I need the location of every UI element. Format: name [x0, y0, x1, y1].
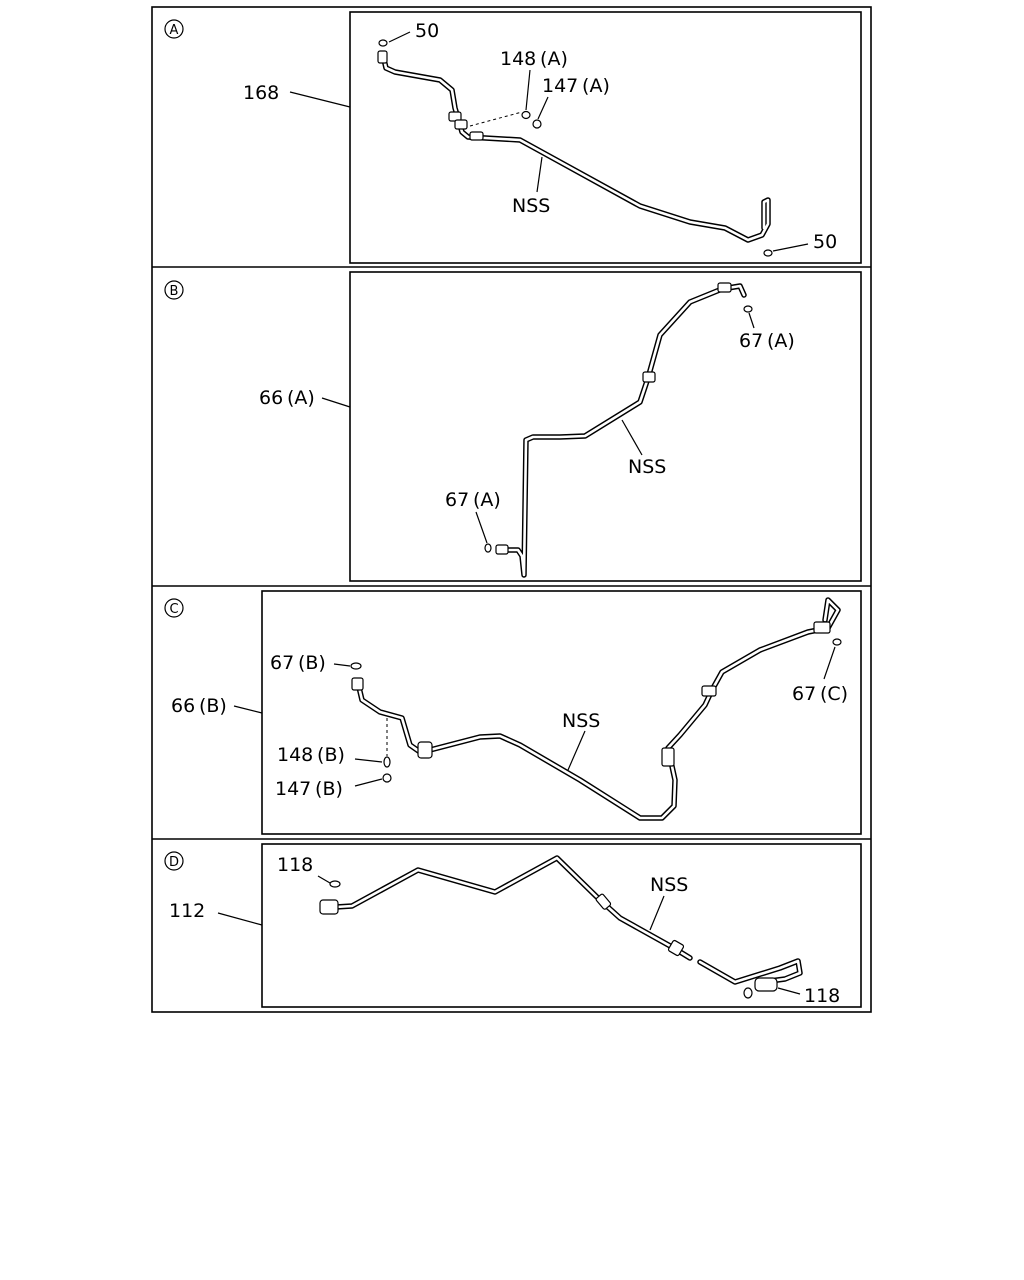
callout-b-67a-bottom: 67 (A): [445, 489, 501, 511]
fitting-d-left: [319, 899, 339, 915]
callout-d-118-right: 118: [804, 985, 840, 1007]
oring-d-right: [743, 987, 753, 999]
section-c-marker: C: [164, 598, 184, 618]
dash-a: [469, 111, 523, 127]
sleeve-a: [469, 131, 484, 141]
section-d-marker: D: [164, 851, 184, 871]
callout-c-67c: 67 (C): [792, 683, 848, 705]
pipe-66b: [355, 597, 841, 821]
outer-frame: [151, 6, 872, 1013]
oring-a-top: [378, 39, 388, 47]
leader-a-148: [525, 69, 531, 111]
leader-d-118-right: [777, 987, 801, 995]
leader-b-67a-bottom: [475, 511, 488, 544]
sleeve-c-left: [417, 741, 433, 759]
sleeve-d-mid1: [595, 893, 612, 910]
section-b-panel: [349, 271, 862, 582]
leader-d-nss: [649, 895, 665, 931]
callout-c-147b: 147 (B): [275, 778, 343, 800]
section-a: A 168 50 148 (A) 147 (A) NSS 50: [164, 11, 862, 264]
fitting-c-right: [813, 621, 831, 634]
part-148b: [383, 756, 391, 768]
pipe-168: [380, 52, 771, 243]
section-a-letter: A: [170, 23, 179, 38]
callout-c-148b: 148 (B): [277, 744, 345, 766]
section-d: D 112 118 NSS 118: [164, 843, 862, 1008]
callout-a-nss: NSS: [512, 195, 550, 217]
oring-b-bottom: [484, 543, 492, 553]
part-148a: [521, 110, 531, 120]
section-d-main-leader: [217, 912, 263, 926]
section-b-main-leader: [321, 397, 351, 408]
section-d-main-label: 112: [169, 900, 205, 922]
callout-c-67b: 67 (B): [270, 652, 326, 674]
part-147b: [382, 773, 392, 783]
callout-b-nss: NSS: [628, 456, 666, 478]
sleeve-c-mid: [661, 747, 675, 767]
part-147a: [532, 119, 542, 129]
callout-b-67a-top: 67 (A): [739, 330, 795, 352]
fitting-b-bottom: [495, 544, 509, 555]
fitting-c-left: [351, 677, 364, 691]
leader-a-50-top: [388, 31, 411, 43]
leader-c-147b: [354, 778, 383, 787]
oring-b-top: [743, 305, 753, 313]
callout-c-nss: NSS: [562, 710, 600, 732]
callout-a-147: 147 (A): [542, 75, 610, 97]
callout-a-50-top: 50: [415, 20, 439, 42]
callout-a-50-bottom: 50: [813, 231, 837, 253]
fitting-d-right: [754, 977, 778, 992]
callout-d-118-left: 118: [277, 854, 313, 876]
section-b-main-label: 66 (A): [259, 387, 315, 409]
section-c-main-leader: [233, 705, 263, 714]
sleeve-b-mid: [642, 371, 656, 383]
callout-a-148: 148 (A): [500, 48, 568, 70]
section-d-letter: D: [169, 855, 179, 870]
fitting-b-top: [717, 282, 732, 293]
section-c-main-label: 66 (B): [171, 695, 227, 717]
section-c: C 66 (B) 67 (B) 148 (B) 147 (B) NSS 67 (…: [164, 590, 862, 835]
leader-a-147: [537, 96, 549, 120]
section-a-main-label: 168: [243, 82, 279, 104]
fitting-a-mid2: [454, 119, 468, 130]
leader-c-67b: [333, 663, 351, 667]
section-a-main-leader: [289, 91, 351, 108]
oring-c-right: [832, 638, 842, 646]
sleeve-c-right1: [701, 685, 717, 697]
leader-b-67a-top: [748, 312, 755, 329]
pipe-112: [333, 855, 803, 985]
section-d-panel: [261, 843, 862, 1008]
section-a-panel: [349, 11, 862, 264]
section-b-marker: B: [164, 280, 184, 300]
section-b: B 66 (A) 67 (A) NSS 67 (A): [164, 271, 862, 582]
leader-d-118-left: [317, 875, 331, 884]
leader-c-nss: [567, 730, 586, 771]
leader-a-50-bottom: [772, 243, 809, 252]
callout-d-nss: NSS: [650, 874, 688, 896]
fitting-a-top: [377, 50, 388, 64]
leader-a-nss: [536, 156, 543, 193]
section-b-letter: B: [170, 284, 179, 299]
oring-c-left: [350, 662, 362, 670]
section-c-letter: C: [169, 602, 178, 617]
sleeve-d-mid2: [667, 939, 685, 957]
leader-c-148b: [354, 758, 383, 763]
leader-b-nss: [621, 419, 643, 456]
oring-a-bottom: [763, 249, 773, 257]
pipe-66a: [505, 283, 747, 578]
oring-d-left: [329, 880, 341, 888]
section-a-marker: A: [164, 19, 184, 39]
leader-c-67c: [823, 646, 836, 680]
